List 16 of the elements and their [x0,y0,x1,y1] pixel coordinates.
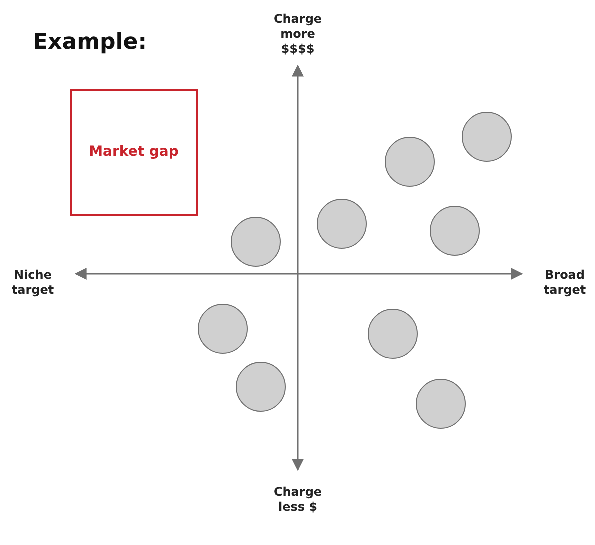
circle-marker [198,304,248,354]
top-axis-label: Charge more $$$$ [272,12,324,57]
title: Example: [33,30,147,55]
circle-marker [368,309,418,359]
gap-box [70,88,198,216]
left-axis-label: Niche target [10,268,56,298]
circle-marker [462,112,512,162]
bottom-axis-label: Charge less $ [272,485,324,515]
circle-marker [236,362,286,412]
circle-marker [430,206,480,256]
circle-marker [231,217,281,267]
box-label: Market gap [89,144,179,160]
right-axis-label: Broad target [542,268,588,298]
circle-marker [317,199,367,249]
circle-marker [416,379,466,429]
circle-marker [385,137,435,187]
